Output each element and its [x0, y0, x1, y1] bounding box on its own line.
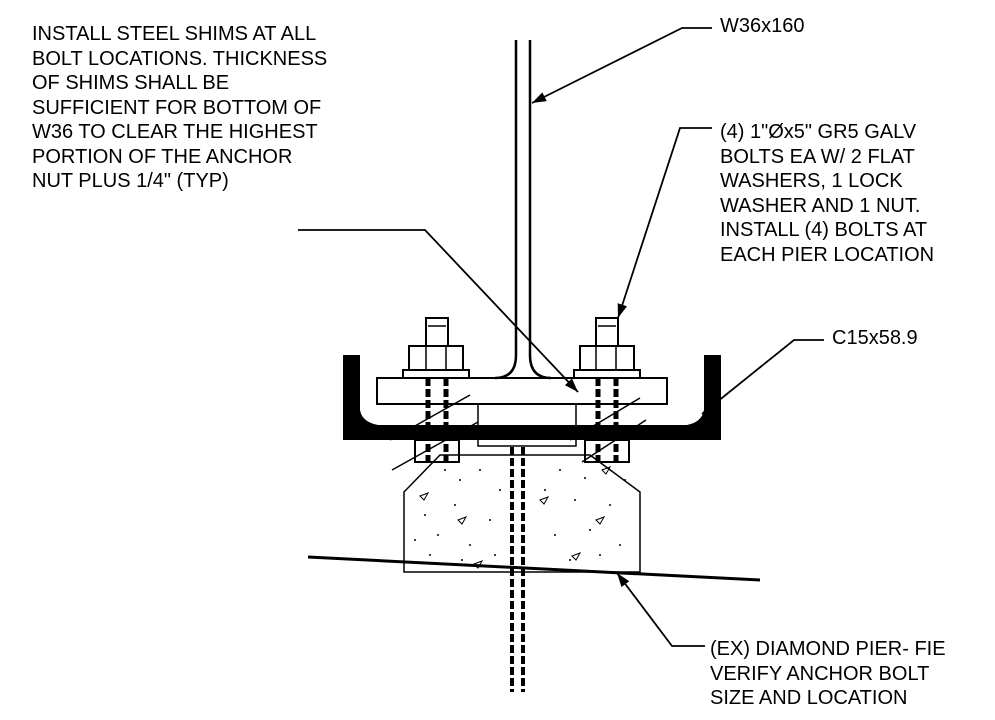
beam-callout-text: W36x160: [720, 15, 805, 37]
shims-line: SUFFICIENT FOR BOTTOM OF: [32, 96, 322, 119]
bolts-callout-text: (4) 1"Øx5" GR5 GALV BOLTS EA W/ 2 FLAT W…: [720, 120, 934, 267]
leader-beam: [531, 27, 712, 104]
shims-line: PORTION OF THE ANCHOR: [32, 145, 293, 168]
bolts-line: EACH PIER LOCATION: [720, 243, 935, 266]
leader-channel: [701, 339, 824, 415]
channel-section: [343, 355, 721, 440]
shims-line: W36 TO CLEAR THE HIGHEST: [32, 121, 318, 143]
cap-plate: [376, 377, 668, 405]
shims-callout-text: INSTALL STEEL SHIMS AT ALL BOLT LOCATION…: [32, 22, 327, 194]
pier-line: (EX) DIAMOND PIER- FIE: [710, 638, 946, 660]
channel-callout-text: C15x58.9: [832, 327, 918, 349]
shim-hatch: [389, 394, 647, 471]
leader-lines: [298, 27, 824, 647]
shims-line: NUT PLUS 1/4" (TYP): [32, 170, 229, 192]
bolts-line: INSTALL (4) BOLTS AT: [720, 219, 928, 241]
leader-bolts: [617, 127, 712, 319]
aggregate-triangles: [419, 466, 612, 569]
bolts-line: WASHERS, 1 LOCK: [720, 170, 903, 192]
leader-pier: [616, 572, 705, 647]
shims-line: BOLT LOCATIONS. THICKNESS: [32, 47, 328, 70]
bolts-line: BOLTS EA W/ 2 FLAT: [720, 145, 915, 168]
concrete-stipple: [414, 469, 626, 561]
pier-line: SIZE AND LOCATION: [710, 687, 908, 709]
bolts-line: (4) 1"Øx5" GR5 GALV: [720, 121, 917, 143]
w36-beam: [494, 40, 552, 380]
pier-line: VERIFY ANCHOR BOLT: [710, 662, 930, 685]
shims-line: OF SHIMS SHALL BE: [32, 72, 230, 94]
leader-shims: [298, 229, 579, 393]
bolts-line: WASHER AND 1 NUT.: [720, 194, 921, 217]
shims-line: INSTALL STEEL SHIMS AT ALL: [32, 23, 317, 45]
grade-line: [307, 555, 761, 582]
left-bolt-assembly: [402, 317, 470, 463]
right-bolt-assembly: [573, 317, 641, 463]
pier-callout-text: (EX) DIAMOND PIER- FIE VERIFY ANCHOR BOL…: [710, 637, 946, 711]
